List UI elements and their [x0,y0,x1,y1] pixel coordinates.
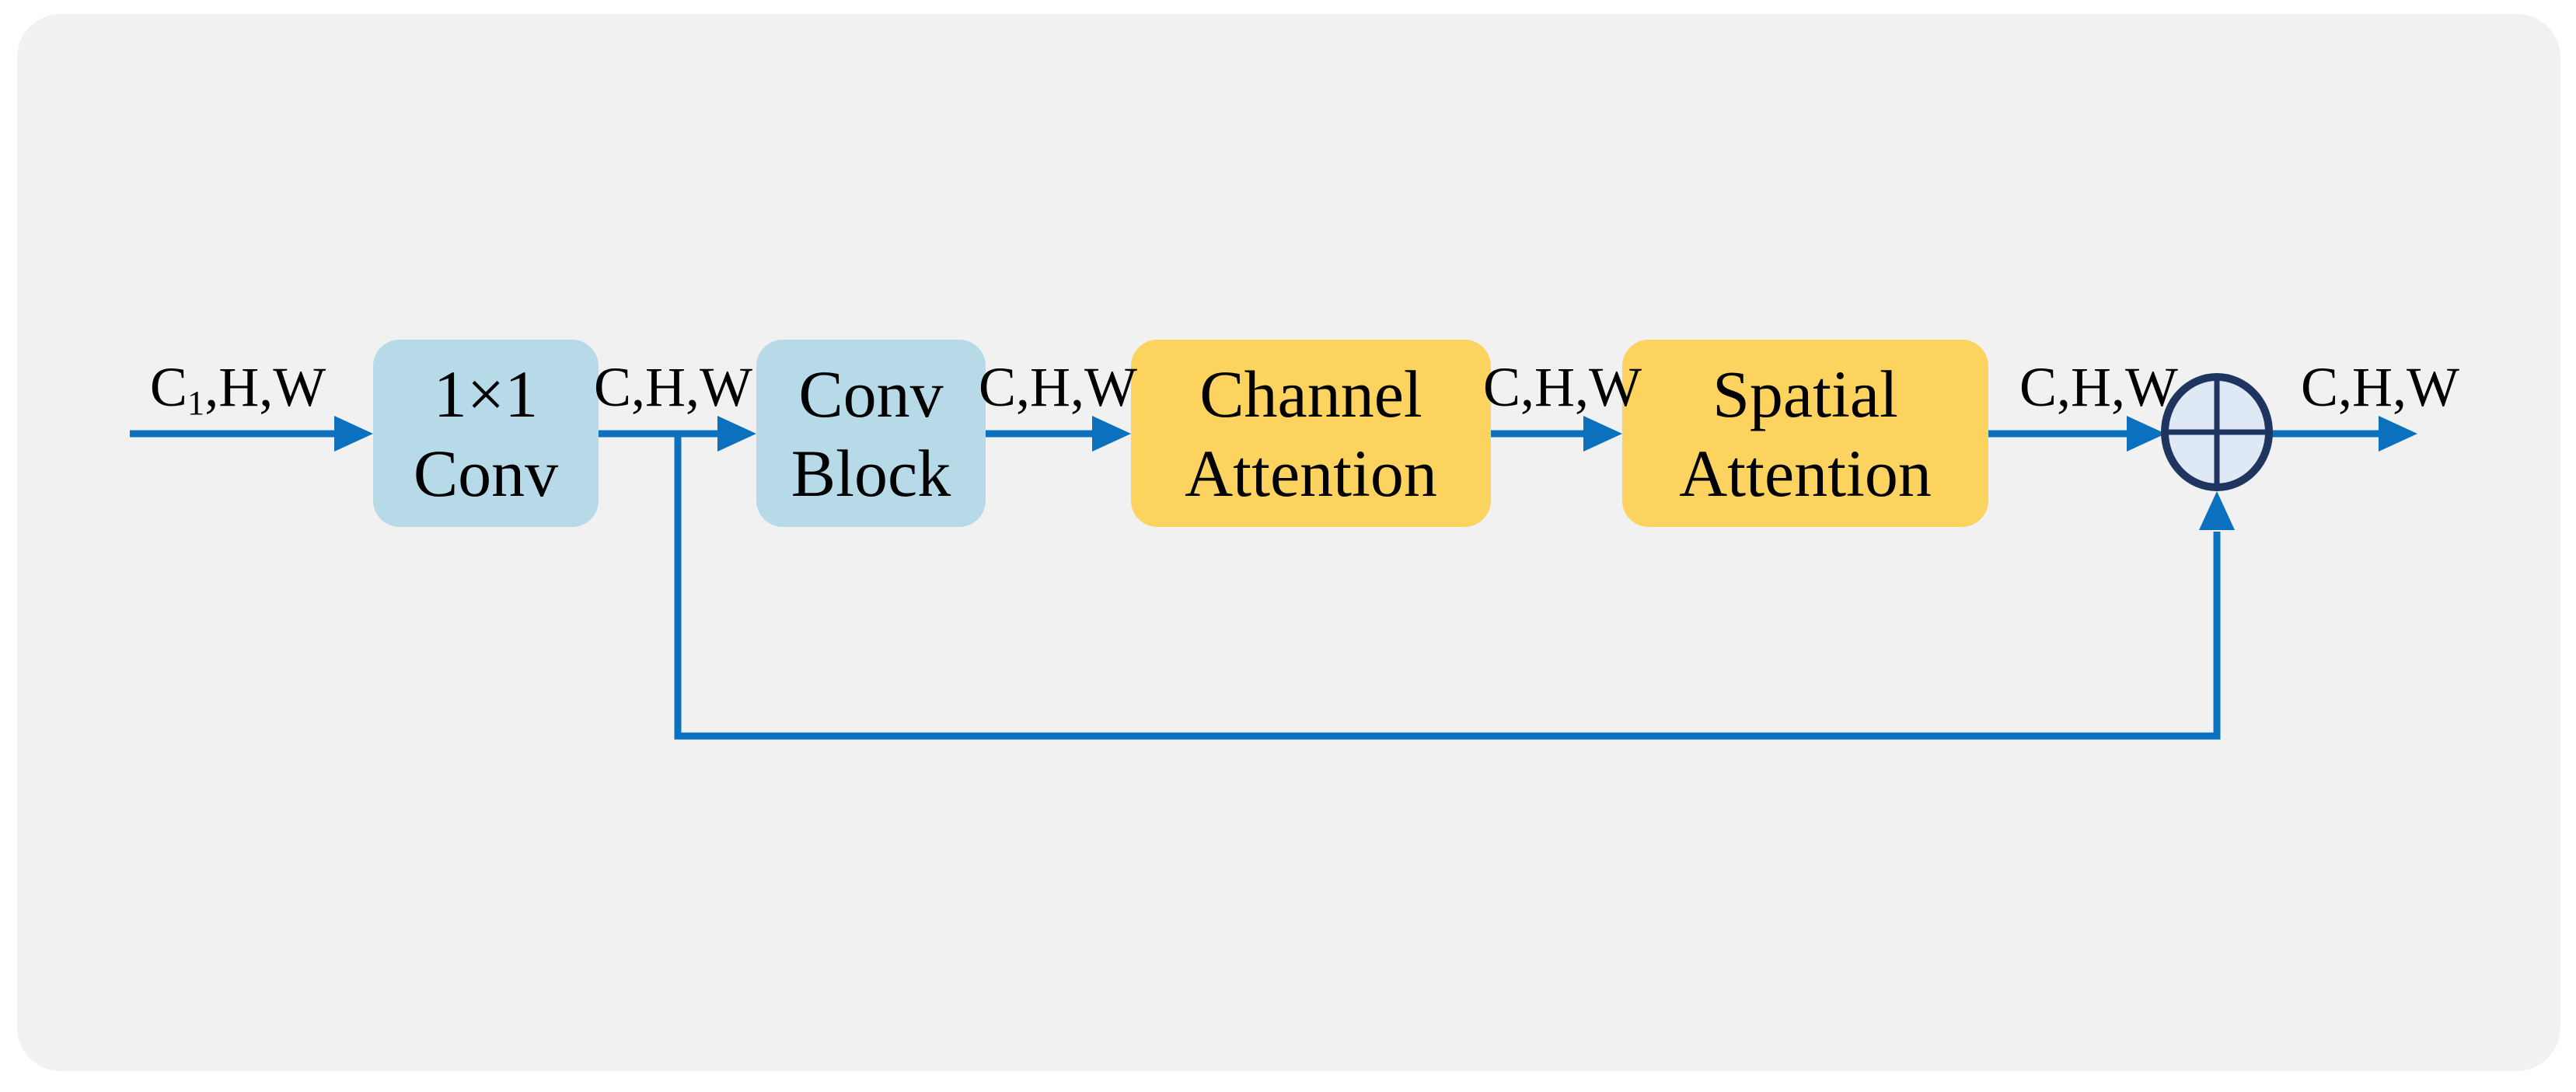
arrow-spatial-to-add-head-icon [2127,416,2166,452]
node-channel-attention-line2: Attention [1185,435,1437,511]
edge-label-after-spatial: C,H,W [2019,356,2178,418]
diagram-panel [17,14,2560,1071]
node-conv-block-line1: Conv [798,356,944,431]
arrow-channel-to-spatial-head-icon [1583,416,1622,452]
node-spatial-attention-line1: Spatial [1712,356,1898,431]
skip-connection-arrowhead-icon [2199,491,2235,530]
add-operator-icon [2161,373,2273,491]
node-conv-1x1: 1×1 Conv [373,340,599,527]
edge-label-output: C,H,W [2301,356,2459,418]
edge-label-input-rest: ,H,W [204,356,326,418]
node-conv-block: Conv Block [756,340,986,527]
edge-label-after-convblock: C,H,W [979,356,1137,418]
node-spatial-attention-line2: Attention [1679,435,1932,511]
input-arrowhead-icon [334,416,373,452]
node-channel-attention-line1: Channel [1199,356,1422,431]
edge-label-after-channel: C,H,W [1483,356,1642,418]
output-arrowhead-icon [2379,416,2417,452]
arrow-conv1x1-to-convblock-head-icon [717,416,756,452]
edge-label-after-conv1x1: C,H,W [594,356,752,418]
arrow-convblock-to-channel-head-icon [1092,416,1131,452]
edge-label-input: C1,H,W [149,356,326,420]
node-conv-block-line2: Block [791,435,951,511]
node-conv-1x1-line1: 1×1 [433,356,539,431]
edge-label-input-base: C [149,356,187,418]
node-spatial-attention: Spatial Attention [1622,340,1988,527]
node-channel-attention: Channel Attention [1131,340,1491,527]
skip-connection-line [674,434,2221,740]
node-conv-1x1-line2: Conv [413,435,559,511]
edge-label-input-subscript: 1 [187,383,205,423]
